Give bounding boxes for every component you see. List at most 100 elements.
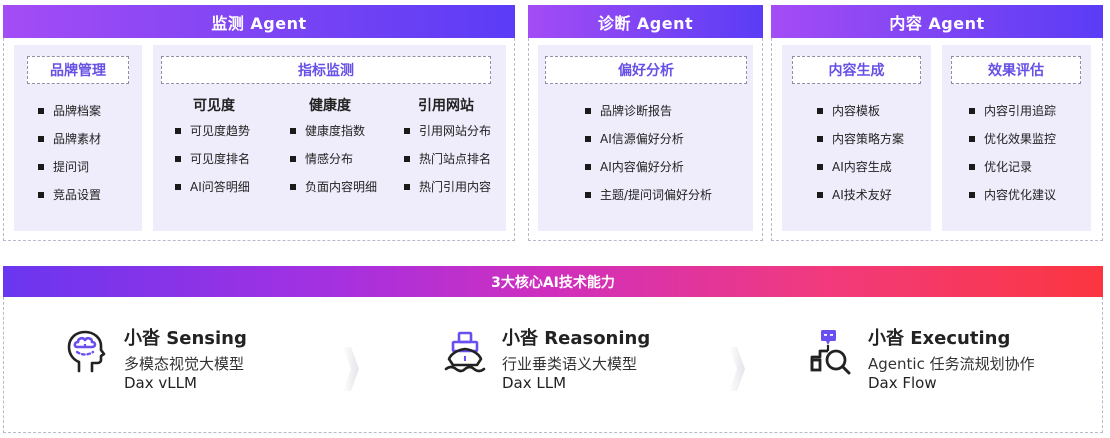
core-ai-capabilities-panel: 3大核心AI技术能力 小沓 Sensing 多模态视觉大模型 Dax vLLM	[3, 266, 1103, 433]
bullet-icon	[817, 164, 823, 170]
diagnosis-agent-body: 偏好分析 品牌诊断报告 AI信源偏好分析 AI内容偏好分析 主题/提问词偏好分析	[528, 38, 763, 241]
capability-title: 小沓 Reasoning	[502, 328, 651, 349]
capability-title: 小沓 Executing	[868, 328, 1011, 349]
health-heading: 健康度	[309, 98, 351, 114]
list-item: AI信源偏好分析	[585, 125, 712, 153]
bullet-icon	[38, 136, 44, 142]
indicator-monitoring-panel: 指标监测 可见度 可见度趋势 可见度排名 AI问答明细 健康度 健康度指数 情感…	[153, 45, 506, 231]
bullet-icon	[585, 108, 591, 114]
diagnosis-agent-panel: 诊断 Agent 偏好分析 品牌诊断报告 AI信源偏好分析 AI内容偏好分析 主…	[528, 5, 763, 241]
diagnosis-agent-header: 诊断 Agent	[528, 5, 763, 38]
list-item: 内容策略方案	[817, 125, 904, 153]
list-item: 健康度指数	[290, 117, 377, 145]
monitor-agent-panel: 监测 Agent 品牌管理 品牌档案 品牌素材 提问词 竞品设置 指标监测 可见…	[3, 5, 515, 241]
bullet-icon	[817, 192, 823, 198]
monitor-agent-header: 监测 Agent	[3, 5, 515, 38]
brain-head-icon	[67, 330, 106, 373]
visibility-list: 可见度趋势 可见度排名 AI问答明细	[175, 117, 250, 201]
capability-subtitle: 行业垂类语义大模型	[502, 355, 638, 373]
preference-analysis-list: 品牌诊断报告 AI信源偏好分析 AI内容偏好分析 主题/提问词偏好分析	[585, 97, 712, 209]
core-ai-capabilities-body: 小沓 Sensing 多模态视觉大模型 Dax vLLM	[3, 297, 1103, 433]
bullet-icon	[175, 156, 181, 162]
capability-sensing: 小沓 Sensing 多模态视觉大模型 Dax vLLM	[64, 327, 247, 393]
list-item: 主题/提问词偏好分析	[585, 181, 712, 209]
bullet-icon	[585, 192, 591, 198]
preference-analysis-title: 偏好分析	[545, 56, 747, 84]
bullet-icon	[969, 108, 975, 114]
list-item: 竞品设置	[38, 181, 101, 209]
list-item: 热门站点排名	[404, 145, 491, 173]
effect-evaluation-list: 内容引用追踪 优化效果监控 优化记录 内容优化建议	[969, 97, 1056, 209]
list-item: 优化记录	[969, 153, 1056, 181]
brand-management-list: 品牌档案 品牌素材 提问词 竞品设置	[38, 97, 101, 209]
bullet-icon	[38, 164, 44, 170]
list-item: 内容引用追踪	[969, 97, 1056, 125]
core-ai-capabilities-header: 3大核心AI技术能力	[3, 266, 1103, 297]
list-item: 可见度排名	[175, 145, 250, 173]
list-item: 引用网站分布	[404, 117, 491, 145]
bullet-icon	[175, 184, 181, 190]
list-item: AI技术友好	[817, 181, 904, 209]
content-agent-body: 内容生成 内容模板 内容策略方案 AI内容生成 AI技术友好 效果评估 内容引用…	[771, 38, 1103, 241]
list-item: 提问词	[38, 153, 101, 181]
list-item: 热门引用内容	[404, 173, 491, 201]
capability-executing: 小沓 Executing Agentic 任务流规划协作 Dax Flow	[808, 327, 1035, 393]
capability-title: 小沓 Sensing	[124, 328, 247, 349]
bullet-icon	[290, 156, 296, 162]
capability-sensing-text: 小沓 Sensing 多模态视觉大模型 Dax vLLM	[124, 327, 247, 393]
visibility-heading: 可见度	[193, 98, 235, 114]
list-item: 情感分布	[290, 145, 377, 173]
citation-sites-list: 引用网站分布 热门站点排名 热门引用内容	[404, 117, 491, 201]
preference-analysis-panel: 偏好分析 品牌诊断报告 AI信源偏好分析 AI内容偏好分析 主题/提问词偏好分析	[538, 45, 753, 231]
content-generation-panel: 内容生成 内容模板 内容策略方案 AI内容生成 AI技术友好	[782, 45, 931, 231]
effect-evaluation-panel: 效果评估 内容引用追踪 优化效果监控 优化记录 内容优化建议	[942, 45, 1091, 231]
capability-reasoning-text: 小沓 Reasoning 行业垂类语义大模型 Dax LLM	[502, 327, 650, 393]
capability-model: Dax Flow	[868, 374, 937, 392]
bullet-icon	[290, 184, 296, 190]
bullet-icon	[290, 128, 296, 134]
list-item: 负面内容明细	[290, 173, 377, 201]
bullet-icon	[404, 184, 410, 190]
bullet-icon	[817, 136, 823, 142]
content-generation-title: 内容生成	[792, 56, 921, 84]
bullet-icon	[404, 128, 410, 134]
list-item: 优化效果监控	[969, 125, 1056, 153]
list-item: AI问答明细	[175, 173, 250, 201]
bullet-icon	[38, 108, 44, 114]
bullet-icon	[969, 164, 975, 170]
list-item: 内容优化建议	[969, 181, 1056, 209]
flow-search-icon	[810, 330, 851, 375]
brand-management-panel: 品牌管理 品牌档案 品牌素材 提问词 竞品设置	[14, 45, 142, 231]
list-item: 品牌素材	[38, 125, 101, 153]
capability-subtitle: 多模态视觉大模型	[124, 355, 245, 373]
ship-icon	[444, 331, 486, 373]
capability-model: Dax LLM	[502, 374, 567, 392]
chevron-right-icon	[729, 347, 745, 391]
list-item: 内容模板	[817, 97, 904, 125]
brand-management-title: 品牌管理	[27, 56, 129, 84]
chevron-right-icon	[343, 347, 359, 391]
effect-evaluation-title: 效果评估	[951, 56, 1081, 84]
capability-reasoning: 小沓 Reasoning 行业垂类语义大模型 Dax LLM	[442, 327, 650, 393]
bullet-icon	[969, 192, 975, 198]
bullet-icon	[38, 192, 44, 198]
content-generation-list: 内容模板 内容策略方案 AI内容生成 AI技术友好	[817, 97, 904, 209]
list-item: AI内容偏好分析	[585, 153, 712, 181]
bullet-icon	[175, 128, 181, 134]
capability-executing-text: 小沓 Executing Agentic 任务流规划协作 Dax Flow	[868, 327, 1035, 393]
bullet-icon	[969, 136, 975, 142]
bullet-icon	[585, 136, 591, 142]
list-item: 可见度趋势	[175, 117, 250, 145]
citation-sites-heading: 引用网站	[418, 98, 474, 114]
content-agent-panel: 内容 Agent 内容生成 内容模板 内容策略方案 AI内容生成 AI技术友好 …	[771, 5, 1103, 241]
list-item: 品牌档案	[38, 97, 101, 125]
list-item: 品牌诊断报告	[585, 97, 712, 125]
health-list: 健康度指数 情感分布 负面内容明细	[290, 117, 377, 201]
bullet-icon	[817, 108, 823, 114]
capability-model: Dax vLLM	[124, 374, 197, 392]
capability-subtitle: Agentic 任务流规划协作	[868, 355, 1035, 373]
content-agent-header: 内容 Agent	[771, 5, 1103, 38]
list-item: AI内容生成	[817, 153, 904, 181]
monitor-agent-body: 品牌管理 品牌档案 品牌素材 提问词 竞品设置 指标监测 可见度 可见度趋势 可…	[3, 38, 515, 241]
bullet-icon	[585, 164, 591, 170]
